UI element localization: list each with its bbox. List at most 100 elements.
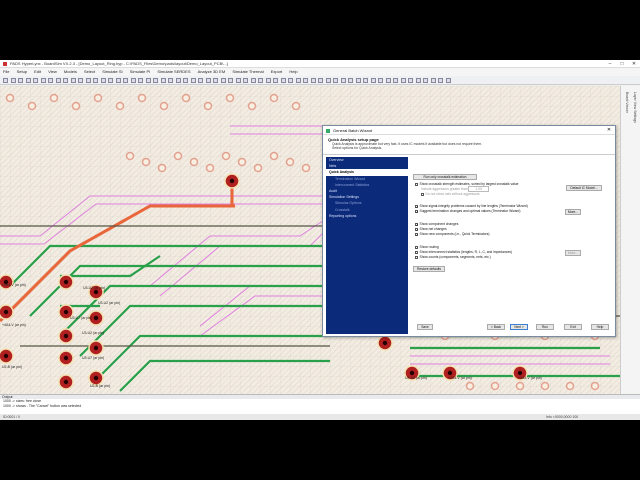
suggest-termination-checkbox[interactable]: ✓Suggest termination changes and optimal… — [415, 209, 520, 213]
toolbar-button[interactable] — [400, 78, 406, 83]
toolbar-button[interactable] — [85, 78, 91, 83]
menu-select[interactable]: Select — [83, 69, 96, 74]
exit-button[interactable]: Exit — [564, 324, 582, 330]
toolbar-button[interactable] — [108, 78, 113, 83]
menu-export[interactable]: Export — [270, 69, 283, 74]
toolbar-button[interactable] — [243, 78, 248, 83]
toolbar-button[interactable] — [213, 78, 218, 83]
run-button[interactable]: Run — [536, 324, 554, 330]
menu-setup[interactable]: Setup — [16, 69, 28, 74]
help-button[interactable]: Help — [591, 324, 609, 330]
default-ic-model-button[interactable]: Default IC Model... — [566, 185, 602, 191]
toolbar-button[interactable] — [318, 78, 323, 83]
toolbar-button[interactable] — [363, 78, 368, 83]
toolbar-button[interactable] — [273, 78, 278, 83]
toolbar-button[interactable] — [93, 78, 98, 83]
toolbar-button[interactable] — [115, 78, 121, 83]
no-aggressors-checkbox[interactable]: Do not show nets without aggressors — [421, 192, 480, 196]
toolbar-button[interactable] — [70, 78, 76, 83]
toolbar-button[interactable] — [123, 78, 128, 83]
toolbar-button[interactable] — [258, 78, 263, 83]
toolbar-button[interactable] — [205, 78, 211, 83]
menu-simulate-si[interactable]: Simulate SI — [102, 69, 123, 74]
toolbar-button[interactable] — [55, 78, 61, 83]
restore-defaults-button[interactable]: Restore defaults — [413, 266, 445, 272]
toolbar-button[interactable] — [250, 78, 256, 83]
toolbar-button[interactable] — [175, 78, 181, 83]
toolbar-button[interactable] — [78, 78, 83, 83]
nav-item-nets[interactable]: Nets — [329, 164, 337, 169]
toolbar-button[interactable] — [10, 78, 16, 83]
toolbar-button[interactable] — [295, 78, 301, 83]
menu-edit[interactable]: Edit — [34, 69, 42, 74]
next-button[interactable]: Next > — [510, 324, 528, 330]
toolbar-button[interactable] — [430, 78, 436, 83]
toolbar-button[interactable] — [100, 78, 106, 83]
nav-item-stimulus-options[interactable]: Stimulus Options — [335, 201, 362, 206]
nav-item-termination-wizard[interactable]: Termination Wizard — [335, 176, 365, 181]
toolbar-button[interactable] — [265, 78, 271, 83]
run-crosstalk-button[interactable]: Run only crosstalk estimation — [413, 174, 477, 180]
toolbar-button[interactable] — [408, 78, 413, 83]
toolbar-button[interactable] — [235, 78, 241, 83]
toolbar-button[interactable] — [445, 78, 451, 83]
toolbar-button[interactable] — [190, 78, 196, 83]
toolbar-button[interactable] — [228, 78, 233, 83]
toolbar-button[interactable] — [63, 78, 68, 83]
toolbar-button[interactable] — [288, 78, 293, 83]
toolbar-button[interactable] — [183, 78, 188, 83]
toolbar-button[interactable] — [355, 78, 361, 83]
nav-item-crosstalk[interactable]: Crosstalk — [335, 207, 350, 212]
close-button[interactable]: ✕ — [631, 61, 637, 67]
menu-analyze-3d-em[interactable]: Analyze 3D EM — [197, 69, 226, 74]
toolbar-button[interactable] — [370, 78, 376, 83]
tab-layer-view-settings[interactable]: Layer View Settings — [633, 92, 637, 123]
maximize-button[interactable]: □ — [620, 61, 624, 67]
toolbar-button[interactable] — [48, 78, 53, 83]
interconnect-stats-checkbox[interactable]: Show interconnect statistics (lengths, R… — [415, 250, 512, 254]
more-button-disabled[interactable]: More... — [565, 250, 581, 256]
menu-simulate-thermal[interactable]: Simulate Thermal — [232, 69, 264, 74]
toolbar-button[interactable] — [415, 78, 421, 83]
toolbar-button[interactable] — [160, 78, 166, 83]
toolbar-button[interactable] — [333, 78, 338, 83]
toolbar-button[interactable] — [325, 78, 331, 83]
nav-item-overview[interactable]: Overview — [329, 158, 344, 162]
toolbar-button[interactable] — [303, 78, 308, 83]
toolbar-button[interactable] — [168, 78, 173, 83]
toolbar-button[interactable] — [220, 78, 226, 83]
toolbar-button[interactable] — [393, 78, 398, 83]
component-changes-checkbox[interactable]: ✓Show component changes — [415, 222, 458, 226]
net-changes-checkbox[interactable]: ✓Show net changes — [415, 227, 447, 231]
new-components-checkbox[interactable]: ✓Show new components (i.e., Quick Termin… — [415, 232, 489, 236]
menu-simulate-pi[interactable]: Simulate PI — [129, 69, 151, 74]
menu-view[interactable]: View — [48, 69, 57, 74]
toolbar-button[interactable] — [138, 78, 143, 83]
toolbar-button[interactable] — [280, 78, 286, 83]
toolbar-button[interactable] — [340, 78, 346, 83]
menu-file[interactable]: File — [3, 69, 10, 74]
dialog-close-button[interactable]: ✕ — [606, 127, 612, 133]
menu-simulate-serdes[interactable]: Simulate SERDES — [157, 69, 191, 74]
toolbar-button[interactable] — [310, 78, 316, 83]
si-problems-checkbox[interactable]: ✓Show signal-integrity problems caused b… — [415, 204, 528, 208]
toolbar-button[interactable] — [33, 78, 38, 83]
nav-item-quick-analysis[interactable]: Quick Analysis — [326, 169, 408, 176]
nav-item-simulation-settings[interactable]: Simulation Settings — [329, 195, 359, 200]
nav-item-interconnect-statistics[interactable]: Interconnect Statistics — [335, 182, 370, 187]
toolbar-button[interactable] — [145, 78, 151, 83]
toolbar-button[interactable] — [40, 78, 46, 83]
toolbar-button[interactable] — [378, 78, 383, 83]
toolbar-button[interactable] — [385, 78, 391, 83]
menu-models[interactable]: Models — [63, 69, 77, 74]
minimize-button[interactable]: – — [608, 61, 612, 67]
save-button[interactable]: Save — [417, 324, 433, 330]
toolbar-button[interactable] — [25, 78, 31, 83]
crosstalk-checkbox[interactable]: Show crosstalk strength estimates, sorte… — [415, 182, 518, 186]
show-routing-checkbox[interactable]: Show routing — [415, 245, 439, 249]
more-button[interactable]: More... — [565, 209, 581, 215]
toolbar-button[interactable] — [3, 78, 8, 83]
toolbar-button[interactable] — [423, 78, 428, 83]
toolbar-button[interactable] — [438, 78, 443, 83]
toolbar-button[interactable] — [18, 78, 23, 83]
